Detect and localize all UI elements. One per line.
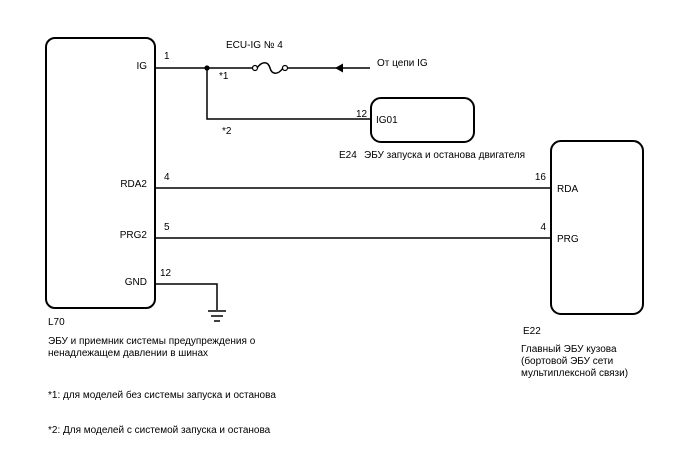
fuse-terminal-right bbox=[281, 64, 289, 72]
fuse-terminal-left bbox=[251, 64, 259, 72]
body-ecu-box bbox=[550, 140, 644, 315]
footnote-1: *1: для моделей без системы запуска и ос… bbox=[48, 389, 276, 401]
tpms-ecu-desc-line1: ЭБУ и приемник системы предупреждения о bbox=[48, 336, 256, 347]
stop-start-ecu-desc: ЭБУ запуска и останова двигателя bbox=[364, 150, 525, 161]
ig01-branch-wire bbox=[206, 68, 371, 120]
body-ecu-desc-line3: мультиплексной связи) bbox=[521, 368, 628, 379]
pin-ig-number: 1 bbox=[164, 51, 170, 62]
body-ecu-desc-line2: (бортовой ЭБУ сети bbox=[521, 355, 613, 367]
tpms-ecu-box bbox=[45, 37, 156, 309]
pin-rda2-number: 4 bbox=[164, 172, 170, 183]
pin-rda-number: 16 bbox=[535, 172, 547, 183]
pin-rda-label: RDA bbox=[557, 184, 578, 195]
branch-note: *2 bbox=[222, 126, 232, 137]
pin-gnd-number: 12 bbox=[160, 268, 172, 279]
pin-ig01-label: IG01 bbox=[376, 115, 398, 126]
pin-ig01-number: 12 bbox=[356, 109, 368, 120]
pin-prg2-number: 5 bbox=[164, 222, 170, 233]
fuse-label: ECU-IG № 4 bbox=[226, 40, 283, 51]
pin-prg2-label: PRG2 bbox=[120, 230, 148, 241]
arrow-icon bbox=[335, 63, 343, 73]
ig-source-label: От цепи IG bbox=[377, 58, 428, 69]
fuse-icon bbox=[256, 62, 284, 74]
pin-gnd-label: GND bbox=[125, 277, 147, 288]
pin-ig-label: IG bbox=[136, 61, 147, 72]
stop-start-ecu-code: E24 bbox=[339, 150, 357, 161]
ground-icon bbox=[208, 310, 226, 322]
pin-rda2-label: RDA2 bbox=[120, 179, 147, 190]
tpms-ecu-code: L70 bbox=[48, 317, 65, 328]
ground-wire bbox=[155, 283, 218, 310]
body-ecu-desc-line1: Главный ЭБУ кузова bbox=[521, 344, 617, 355]
tpms-ecu-desc-line2: ненадлежащем давлении в шинах bbox=[48, 348, 208, 359]
footnote-2: *2: Для моделей с системой запуска и ост… bbox=[48, 425, 271, 436]
fuse-note: *1 bbox=[219, 71, 229, 82]
body-ecu-code: E22 bbox=[523, 326, 541, 337]
pin-prg-number: 4 bbox=[540, 222, 546, 233]
pin-prg-label: PRG bbox=[557, 234, 579, 245]
stop-start-ecu-box bbox=[370, 97, 475, 143]
